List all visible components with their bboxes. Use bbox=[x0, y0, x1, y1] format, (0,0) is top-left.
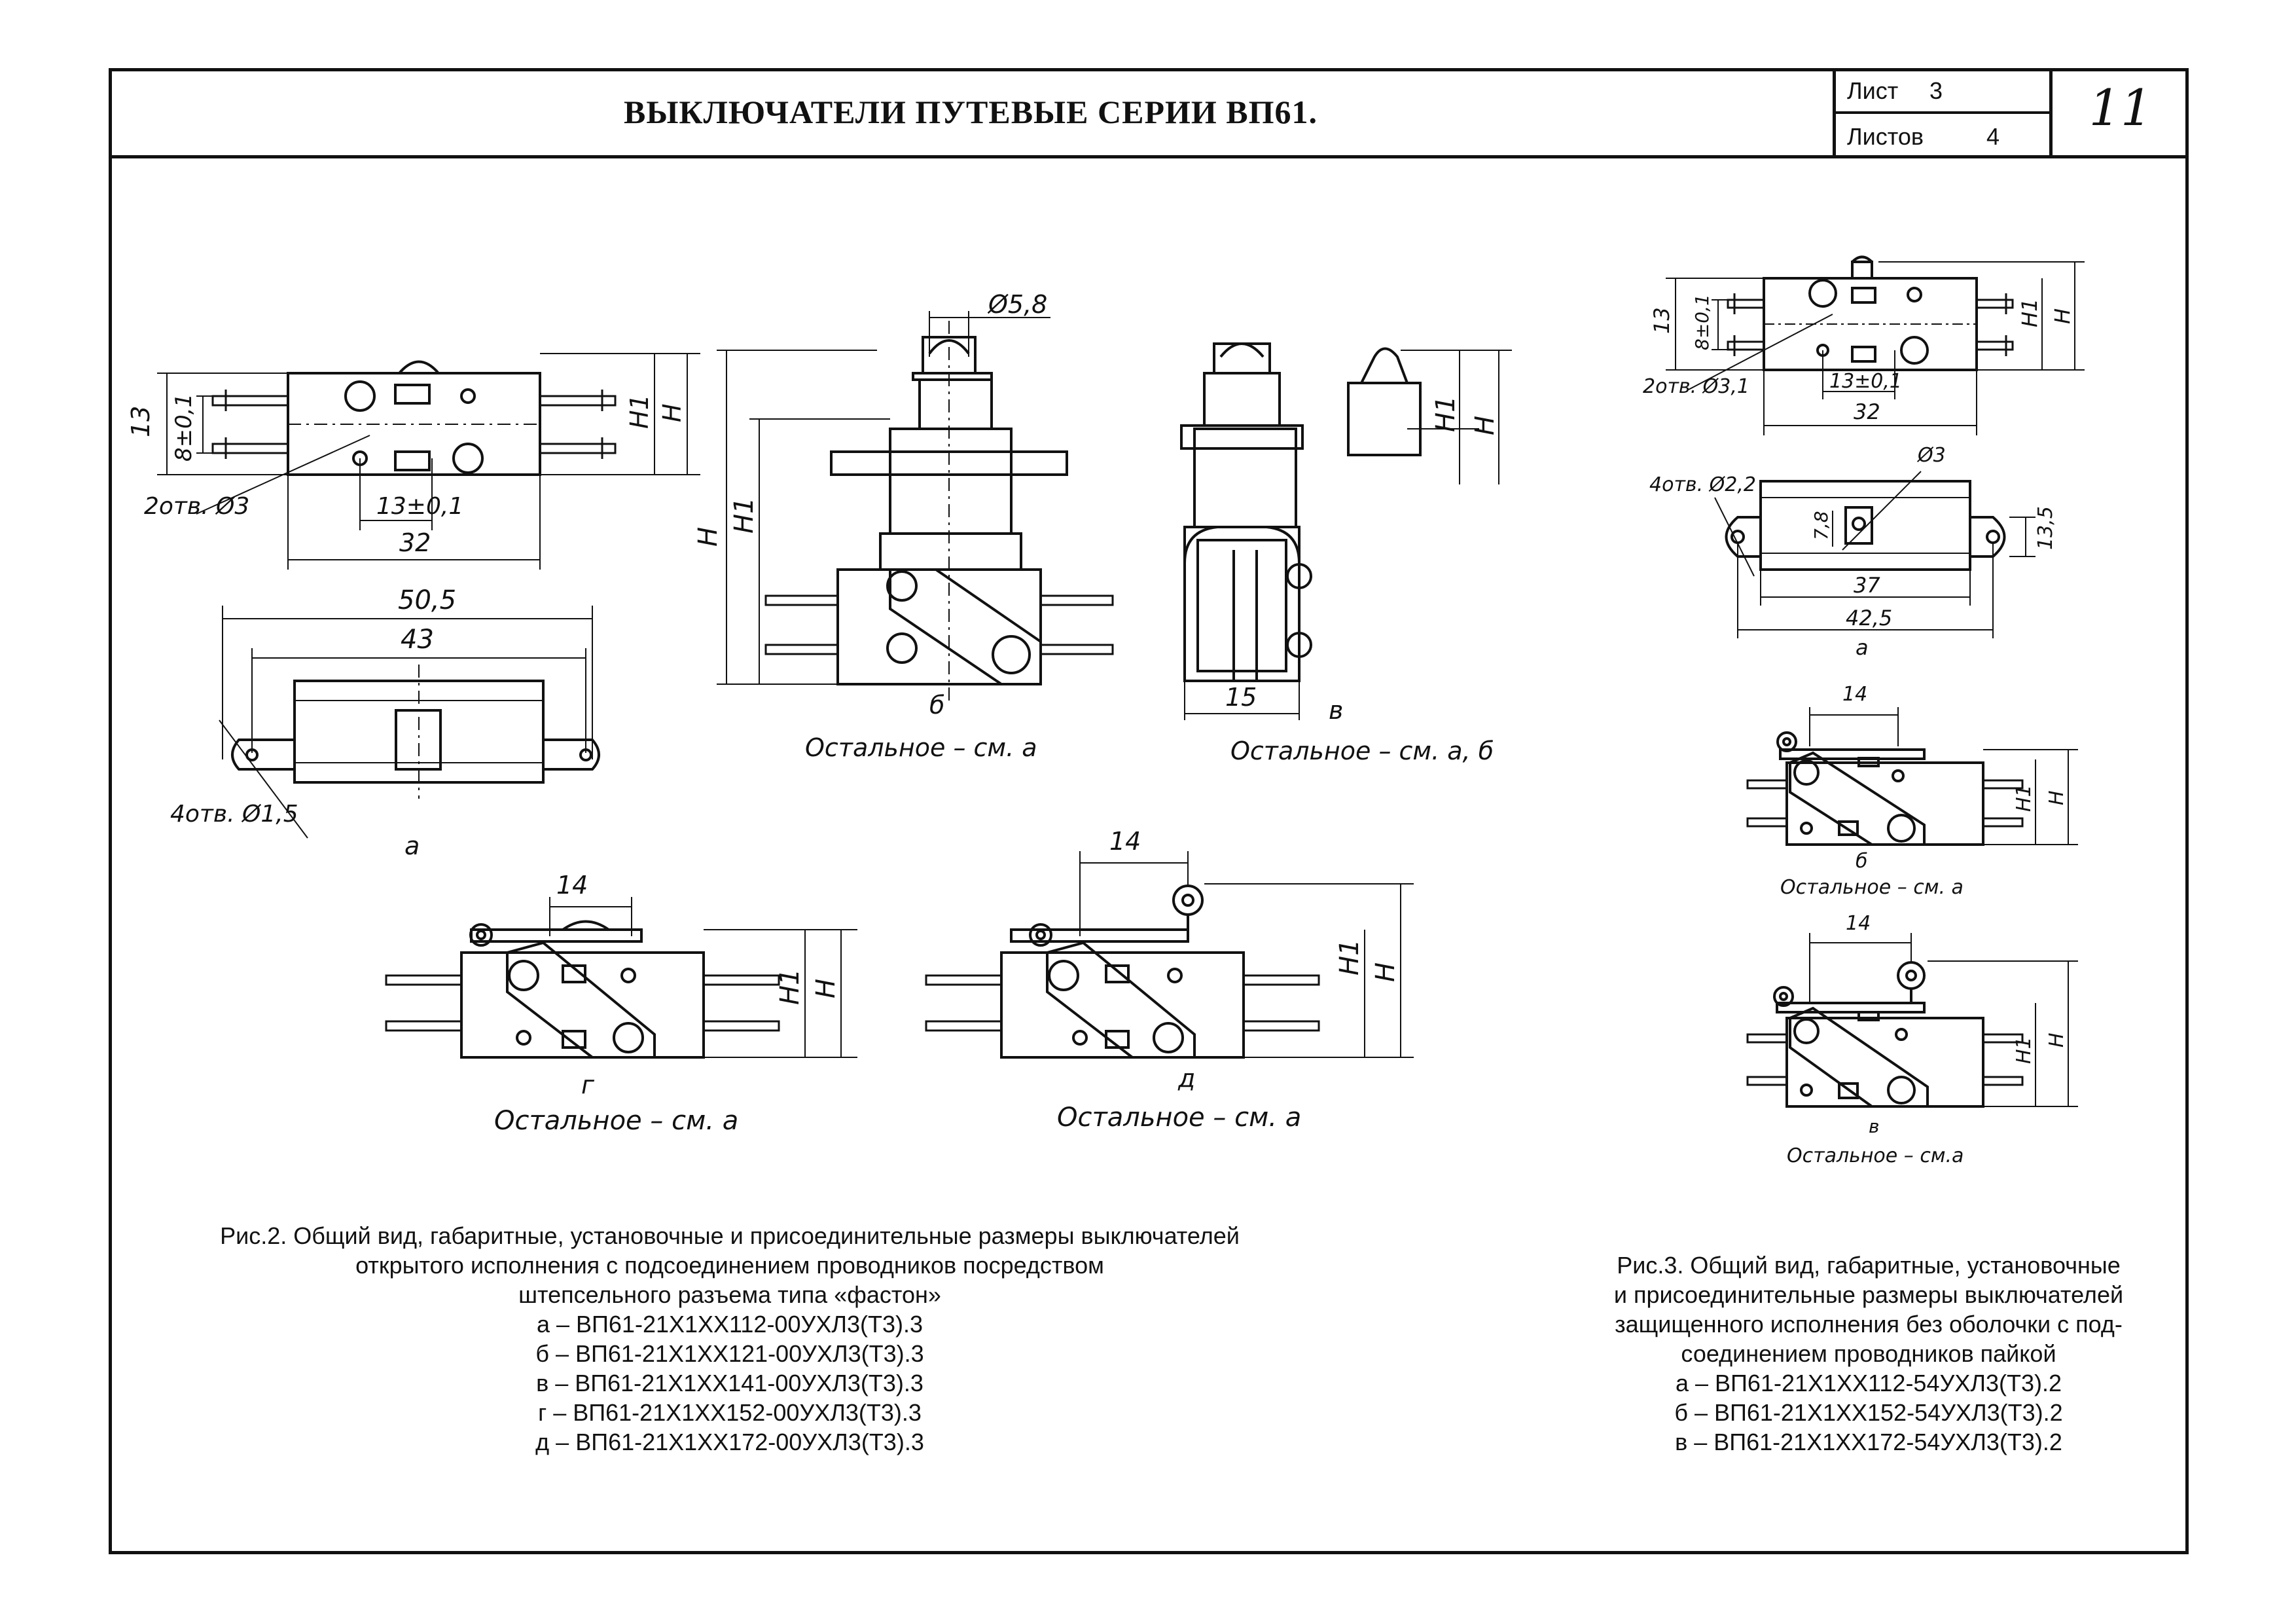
fig3-v-dim-14: 14 bbox=[1846, 912, 1871, 935]
fig3-dim-3: Ø3 bbox=[1916, 444, 1946, 467]
fig3-dim-13tol: 13±0,1 bbox=[1829, 370, 1902, 393]
fig2-view-b bbox=[717, 311, 1114, 701]
fig2-view-g-label: г bbox=[581, 1070, 595, 1099]
fig3-caption-line: а – ВП61-21Х1ХХ112-54УХЛ3(Т3).2 bbox=[1675, 1370, 2062, 1396]
fig2-view-v bbox=[1180, 342, 1512, 720]
fig2-view-v-rest: Остальное – см. а, б bbox=[1230, 737, 1494, 765]
fig2-dim-h: H bbox=[658, 403, 687, 422]
fig3-caption-line: Рис.3. Общий вид, габаритные, установочн… bbox=[1617, 1252, 2121, 1279]
page-number: 11 bbox=[2089, 79, 2153, 137]
fig2-view-g-rest: Остальное – см. а bbox=[494, 1106, 738, 1136]
fig3-dim-holes4: 4отв. Ø2,2 bbox=[1649, 473, 1756, 496]
fig3-dim-32: 32 bbox=[1854, 399, 1880, 424]
fig2-dim-holes2: 2отв. Ø3 bbox=[144, 493, 249, 520]
fig2-b-dim-h: H bbox=[693, 527, 723, 547]
fig3-dim-135: 13,5 bbox=[2034, 506, 2057, 550]
fig2-view-d bbox=[925, 851, 1414, 1059]
fig2-dim-h1: H1 bbox=[625, 394, 654, 429]
fig3-dim-8: 8±0,1 bbox=[1691, 294, 1713, 350]
fig3-view-a-top bbox=[1666, 255, 2085, 435]
fig3-dim-37: 37 bbox=[1854, 573, 1880, 598]
fig2-dim-13tol: 13±0,1 bbox=[376, 493, 463, 520]
page-title: ВЫКЛЮЧАТЕЛИ ПУТЕВЫЕ СЕРИИ ВП61. bbox=[623, 94, 1318, 130]
fig3-view-a-front bbox=[1714, 471, 2036, 638]
fig2-dim-505: 50,5 bbox=[398, 585, 456, 615]
fig3-view-b-rest: Остальное – см. а bbox=[1780, 876, 1964, 899]
fig3-view-b bbox=[1746, 707, 2078, 846]
fig2-caption-line: в – ВП61-21Х1ХХ141-00УХЛ3(Т3).3 bbox=[536, 1370, 924, 1396]
fig3-dim-holes2: 2отв. Ø3,1 bbox=[1643, 375, 1749, 398]
fig3-dim-h1: H1 bbox=[2017, 299, 2042, 327]
fig2-view-v-label: в bbox=[1329, 696, 1343, 725]
fig2-view-g bbox=[385, 897, 857, 1059]
fig2-g-dim-h: H bbox=[811, 979, 841, 998]
fig2-dim-43: 43 bbox=[401, 625, 434, 655]
fig3-view-v bbox=[1746, 933, 2078, 1108]
sheet-value: 3 bbox=[1929, 77, 1943, 104]
fig2-d-dim-h: H bbox=[1371, 962, 1401, 982]
fig2-caption-line: д – ВП61-21Х1ХХ172-00УХЛ3(Т3).3 bbox=[535, 1429, 924, 1455]
fig3-v-dim-h: H bbox=[2045, 1032, 2068, 1048]
fig2-dim-15: 15 bbox=[1225, 683, 1257, 712]
fig3-view-v-rest: Остальное – см.а bbox=[1787, 1144, 1964, 1167]
title-block-divider bbox=[1833, 111, 2053, 114]
fig2-d-dim-h1: H1 bbox=[1335, 939, 1365, 976]
fig2-caption-line: г – ВП61-21Х1ХХ152-00УХЛ3(Т3).3 bbox=[538, 1399, 922, 1426]
fig3-caption-line: защищенного исполнения без оболочки с по… bbox=[1615, 1311, 2123, 1338]
fig3-dim-78: 7,8 bbox=[1810, 511, 1832, 540]
fig3-dim-13: 13 bbox=[1649, 307, 1674, 334]
fig3-b-dim-h: H bbox=[2045, 790, 2068, 805]
fig2-view-b-label: б bbox=[929, 691, 944, 720]
fig3-caption-line: в – ВП61-21Х1ХХ172-54УХЛ3(Т3).2 bbox=[1675, 1429, 2062, 1455]
fig3-caption: Рис.3. Общий вид, габаритные, установочн… bbox=[1558, 1250, 2179, 1457]
fig2-view-a-front bbox=[219, 606, 600, 839]
fig2-dim-13: 13 bbox=[126, 406, 155, 437]
fig2-d-dim-14: 14 bbox=[1109, 827, 1141, 856]
fig2-caption-line: штепсельного разъема типа «фастон» bbox=[518, 1281, 941, 1308]
fig2-view-d-label: д bbox=[1177, 1064, 1195, 1093]
fig3-dim-h: H bbox=[2050, 308, 2075, 324]
fig3-caption-line: соединением проводников пайкой bbox=[1681, 1340, 2056, 1367]
fig3-view-b-label: б bbox=[1856, 850, 1868, 873]
drawing-frame bbox=[109, 68, 2189, 1554]
fig3-view-a-label: а bbox=[1856, 635, 1869, 660]
fig2-view-a-label: а bbox=[404, 831, 420, 860]
fig3-b-dim-h1: H1 bbox=[2013, 784, 2036, 812]
fig2-dim-32: 32 bbox=[399, 528, 431, 557]
fig2-dim-8: 8±0,1 bbox=[171, 393, 197, 462]
sheets-value: 4 bbox=[1986, 123, 2000, 150]
fig3-dim-425: 42,5 bbox=[1846, 606, 1892, 630]
fig3-v-dim-h1: H1 bbox=[2013, 1036, 2036, 1064]
fig2-view-b-rest: Остальное – см. а bbox=[805, 733, 1037, 762]
fig2-dim-58: Ø5,8 bbox=[987, 290, 1047, 319]
fig3-b-dim-14: 14 bbox=[1842, 683, 1867, 706]
fig2-view-a-top bbox=[157, 353, 700, 570]
fig3-caption-line: б – ВП61-21Х1ХХ152-54УХЛ3(Т3).2 bbox=[1674, 1399, 2063, 1426]
fig2-caption-line: открытого исполнения с подсоединением пр… bbox=[355, 1252, 1104, 1279]
fig2-caption-line: б – ВП61-21Х1ХХ121-00УХЛ3(Т3).3 bbox=[535, 1340, 924, 1367]
fig2-caption-line: Рис.2. Общий вид, габаритные, установочн… bbox=[220, 1222, 1240, 1249]
sheets-label: Листов bbox=[1847, 123, 1924, 150]
fig3-caption-line: и присоединительные размеры выключателей bbox=[1613, 1281, 2124, 1308]
fig2-g-dim-14: 14 bbox=[556, 871, 588, 900]
sheet-label: Лист bbox=[1847, 77, 1899, 104]
fig2-b-dim-h1: H1 bbox=[729, 497, 759, 534]
fig2-caption-line: а – ВП61-21Х1ХХ112-00УХЛ3(Т3).3 bbox=[536, 1311, 924, 1338]
fig2-caption: Рис.2. Общий вид, габаритные, установочн… bbox=[216, 1221, 1244, 1457]
fig3-view-v-label: в bbox=[1869, 1116, 1880, 1137]
fig2-view-d-rest: Остальное – см. а bbox=[1057, 1103, 1301, 1133]
fig2-v-dim-h1: H1 bbox=[1431, 395, 1461, 432]
fig2-dim-holes4: 4отв. Ø1,5 bbox=[170, 801, 298, 828]
header-divider bbox=[109, 155, 2189, 158]
fig2-v-dim-h: H bbox=[1470, 416, 1500, 435]
fig2-g-dim-h1: H1 bbox=[775, 968, 805, 1005]
